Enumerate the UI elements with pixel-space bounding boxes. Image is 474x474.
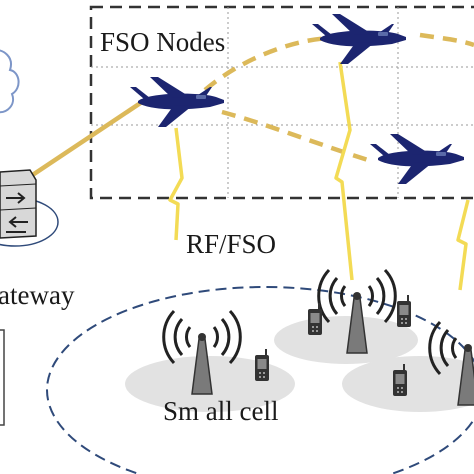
edge-structure (0, 329, 5, 426)
mobile-phone-icon (308, 303, 322, 335)
aircraft-icon (370, 134, 464, 184)
aircraft-icon (312, 14, 406, 64)
small-cell-label: Sm all cell (163, 396, 278, 426)
mobile-phone-icon (255, 349, 269, 381)
gateway-router-icon (0, 169, 59, 247)
cloud-icon (0, 49, 20, 114)
rf-fso-label: RF/FSO (186, 229, 276, 259)
fso-nodes-label: FSO Nodes (100, 27, 225, 57)
lightning-icon (168, 61, 470, 291)
coverage-area (46, 286, 474, 474)
fso-links (20, 32, 474, 184)
small-cell-area (274, 316, 418, 364)
small-cell-area (342, 356, 474, 412)
mobile-phone-icon (397, 295, 411, 327)
gateway-label: ateway (0, 280, 75, 310)
